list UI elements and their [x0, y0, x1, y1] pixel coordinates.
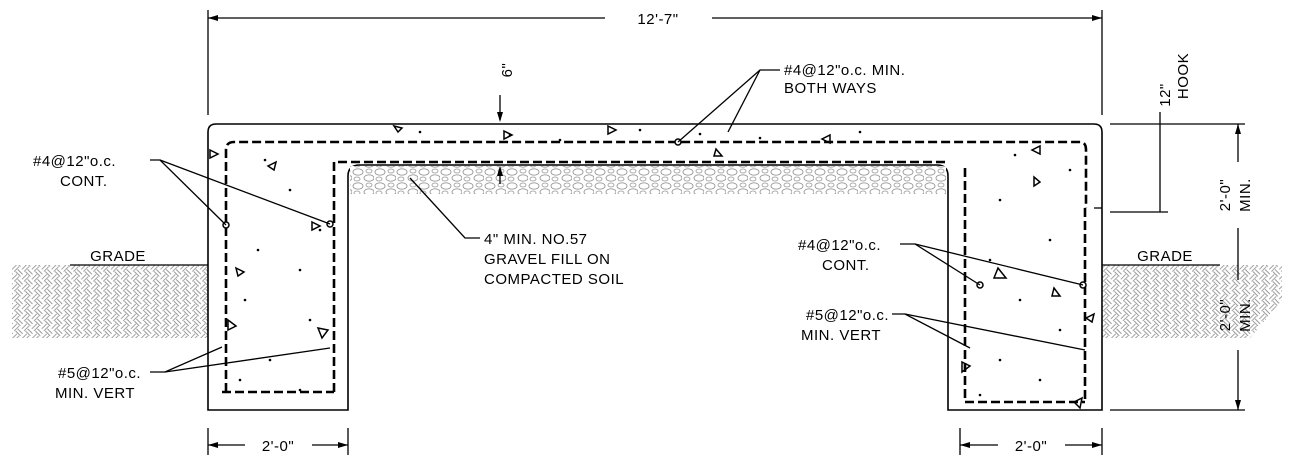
left-cont-label-1: #4@12"o.c.: [33, 153, 116, 170]
right-cont-label-1: #4@12"o.c.: [798, 237, 881, 254]
soil-hatch-right: [1102, 265, 1282, 338]
above-grade-dim: 2'-0": [1217, 179, 1234, 211]
right-wall-width-dim: 2'-0": [1015, 438, 1047, 455]
aggregate-triangles: [209, 124, 1096, 410]
right-vert-label-1: #5@12"o.c.: [806, 307, 889, 324]
gravel-fill: [350, 166, 946, 194]
right-cont-label-2: CONT.: [822, 257, 870, 274]
below-grade-dim: 2'-0": [1217, 299, 1234, 331]
gravel-label-3: COMPACTED SOIL: [484, 271, 624, 288]
slab-thickness-dim: 6": [499, 63, 516, 78]
hook-label: HOOK: [1175, 53, 1192, 99]
left-vert-label-1: #5@12"o.c.: [58, 365, 141, 382]
dimension-arrows: [208, 15, 1241, 448]
top-rebar-label-2: BOTH WAYS: [784, 80, 877, 97]
above-grade-min: MIN.: [1237, 178, 1254, 212]
gravel-label-2: GRAVEL FILL ON: [484, 251, 610, 268]
grade-label-right: GRADE: [1137, 248, 1193, 265]
dimension-lines: [207, 10, 1245, 455]
left-vert-label-2: MIN. VERT: [55, 385, 135, 402]
concrete-stipple: [238, 128, 1072, 397]
soil-hatch-left: [12, 265, 208, 338]
hook-length-dim: 12": [1157, 83, 1174, 107]
rebar-cage-left: [224, 140, 1088, 392]
left-cont-label-2: CONT.: [60, 173, 108, 190]
grade-label-left: GRADE: [90, 248, 146, 265]
below-grade-min: MIN.: [1237, 298, 1254, 332]
gravel-label-1: 4" MIN. NO.57: [484, 231, 588, 248]
leader-lines: [150, 69, 1086, 373]
top-rebar-label-1: #4@12"o.c. MIN.: [784, 62, 905, 79]
right-vert-label-2: MIN. VERT: [801, 327, 881, 344]
rebar-inner-left: [332, 160, 948, 392]
left-wall-width-dim: 2'-0": [262, 438, 294, 455]
overall-width-dim: 12'-7": [637, 11, 678, 28]
